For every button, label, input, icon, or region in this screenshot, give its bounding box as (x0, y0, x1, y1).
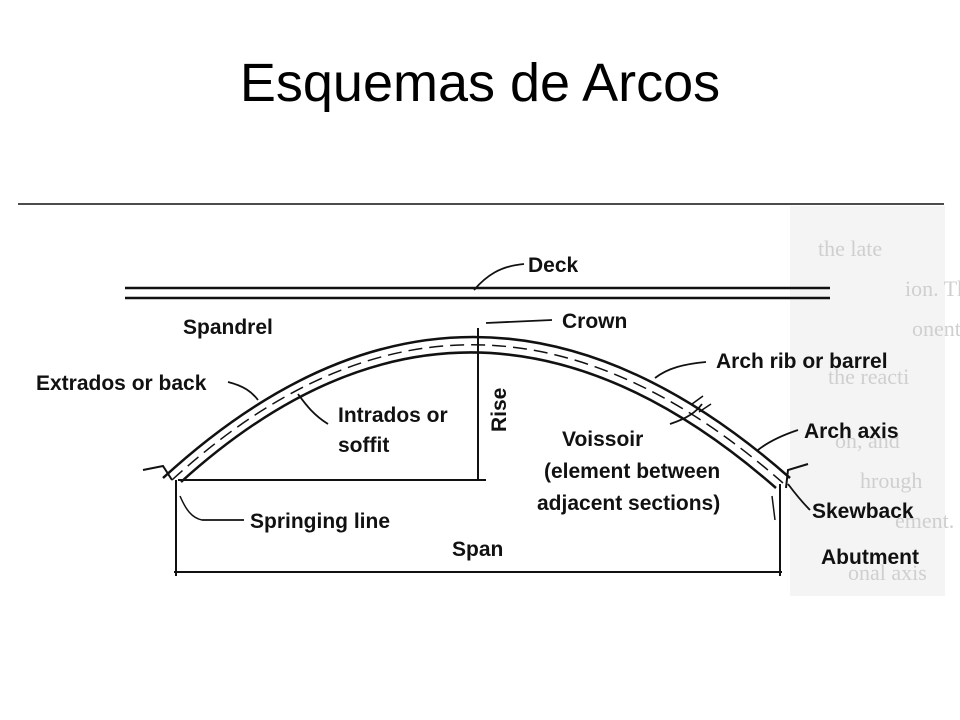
span-label: Span (452, 538, 503, 561)
abutment-right (785, 463, 809, 489)
intrados-label-line2: soffit (338, 434, 389, 457)
intrados-leader (297, 393, 329, 425)
leaders (202, 263, 811, 521)
voissoir-joint (698, 403, 712, 413)
background-text: ement. (895, 508, 954, 533)
rise-label: Rise (488, 388, 511, 432)
page-title: Esquemas de Arcos (239, 53, 721, 113)
extrados-leader (227, 381, 259, 401)
voissoir-label-line1: Voissoir (562, 428, 643, 451)
background-text: onal axis (848, 560, 927, 585)
background-patch (790, 206, 945, 596)
abutment-label: Abutment (821, 546, 919, 569)
abutments (142, 463, 809, 521)
abutment-left (142, 464, 173, 481)
dimensions (174, 328, 782, 576)
arch-axis-label: Arch axis (804, 420, 899, 443)
arch-axis-leader (757, 429, 799, 451)
extrados-label: Extrados or back (36, 372, 207, 395)
deck (125, 286, 830, 300)
voissoir-label-line2: (element between (544, 460, 720, 483)
skewback-label: Skewback (812, 500, 914, 523)
intrados-label-line1: Intrados or (338, 404, 448, 427)
springing-leader-curve (179, 495, 203, 521)
crown-leader (485, 319, 553, 324)
background-text: the reacti (828, 364, 909, 389)
arch-axis-line (171, 344, 784, 484)
crown-label: Crown (562, 310, 627, 333)
spandrel-label: Spandrel (183, 316, 273, 339)
background-text: hrough (860, 468, 922, 493)
deck-leader (473, 263, 525, 291)
springing-line-label: Springing line (250, 510, 390, 533)
background-text: the late (818, 236, 882, 261)
arch-intrados (180, 351, 777, 489)
deck-label: Deck (528, 254, 579, 277)
background-text: onents m (912, 316, 960, 341)
background-text: on, and (835, 428, 900, 453)
voissoir-joint (691, 395, 704, 405)
skewback-leader (787, 483, 811, 511)
scanned-background: the late ion. Th onents m the reacti on,… (790, 206, 960, 596)
background-text: ion. Th (905, 276, 960, 301)
voissoir-label-line3: adjacent sections) (537, 492, 720, 515)
arch-rib-label: Arch rib or barrel (716, 350, 888, 373)
arch-rib-leader (654, 361, 707, 379)
voissoir-leader (669, 403, 703, 425)
arch-extrados (162, 335, 791, 479)
abutment-right-inner (771, 495, 776, 521)
